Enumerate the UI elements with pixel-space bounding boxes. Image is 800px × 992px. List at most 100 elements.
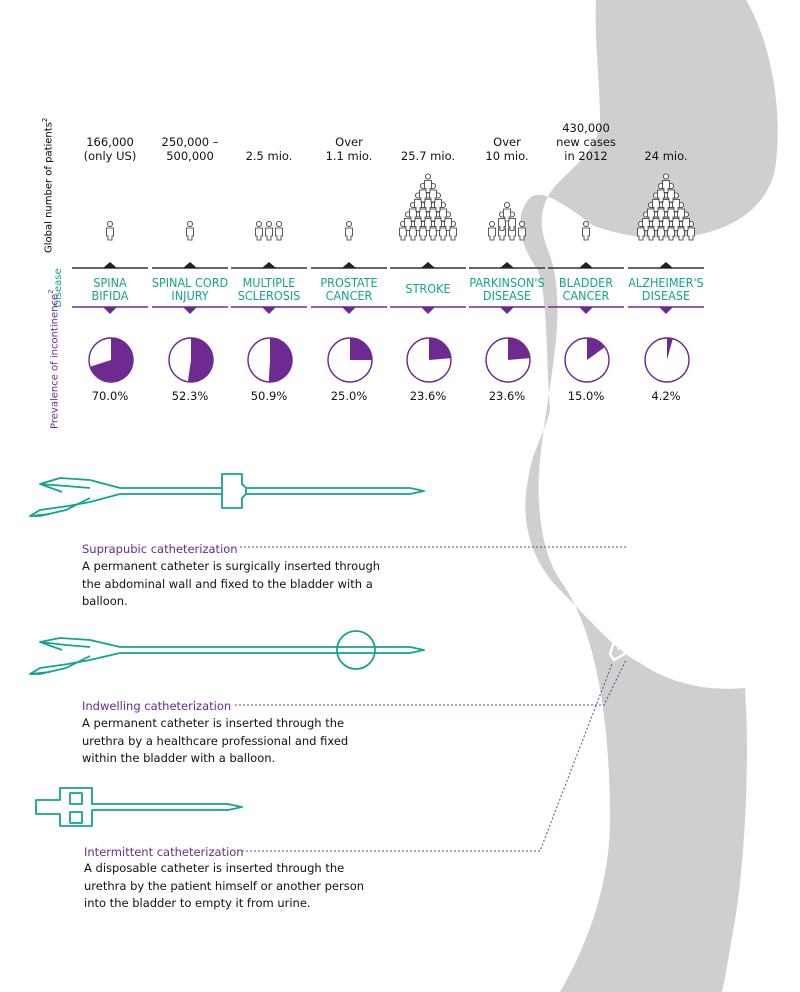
disease-bottom-marker	[500, 307, 514, 314]
patient-icons	[255, 220, 283, 241]
disease-name-line: SPINAL CORD	[151, 275, 229, 290]
silhouette-shape	[520, 0, 778, 992]
person-icon	[503, 201, 511, 222]
patient-count-line: 500,000	[166, 149, 214, 163]
disease-bottom-marker	[579, 307, 593, 314]
prevalence-pie-slice	[268, 338, 292, 382]
suprapubic-catheter-icon	[29, 473, 425, 517]
patient-count-line: Over	[335, 135, 363, 149]
patient-icons	[637, 173, 695, 241]
intermittent-catheter-icon	[35, 787, 243, 827]
patient-count-line: 2.5 mio.	[245, 149, 293, 163]
disease-bottom-marker	[342, 307, 356, 314]
prevalence-value: 23.6%	[488, 389, 526, 403]
disease-top-marker	[262, 262, 276, 268]
person-icon	[265, 220, 273, 241]
patient-count-line: 25.7 mio.	[400, 149, 456, 163]
prevalence-value: 25.0%	[330, 389, 368, 403]
prevalence-pie-slice	[350, 338, 372, 360]
patient-count-line: Over	[493, 135, 521, 149]
person-icon	[424, 173, 432, 193]
prevalence-value: 52.3%	[171, 389, 209, 403]
patient-count: 166,000(only US)	[68, 135, 152, 163]
prevalence-value: 50.9%	[250, 389, 288, 403]
disease-name-line: BIFIDA	[91, 288, 129, 303]
person-icon	[275, 220, 283, 241]
indwelling-catheter-icon	[29, 630, 425, 675]
patient-count-line: 250,000 –	[161, 135, 219, 149]
prevalence-pie-slice	[187, 337, 214, 382]
prevalence-pie-slice	[508, 338, 530, 360]
patient-count-line: 24 mio.	[644, 149, 688, 163]
prevalence-pie-slice	[90, 338, 134, 382]
patient-icons	[488, 201, 526, 241]
indwelling-description: A permanent catheter is inserted through…	[82, 716, 349, 765]
person-icon	[488, 220, 496, 241]
disease-bottom-marker	[103, 307, 117, 314]
intermittent-description: A disposable catheter is inserted throug…	[84, 861, 365, 910]
prevalence-value: 4.2%	[651, 389, 681, 403]
patient-count-line: 1.1 mio.	[325, 149, 373, 163]
person-icon	[582, 220, 590, 241]
disease-name-line: MULTIPLE	[242, 275, 296, 290]
disease-name-line: DISEASE	[641, 288, 691, 303]
disease-name-line: PARKINSON'S	[469, 275, 545, 290]
disease-top-marker	[659, 262, 673, 268]
person-icon	[518, 220, 526, 241]
disease-name-line: ALZHEIMER'S	[628, 275, 704, 290]
person-icon	[186, 220, 194, 241]
patient-count: 24 mio.	[624, 149, 708, 163]
disease-top-marker	[579, 262, 593, 268]
disease-top-marker	[421, 262, 435, 268]
patient-icons	[399, 173, 457, 241]
person-icon	[255, 220, 263, 241]
patient-count-line: (only US)	[83, 149, 137, 163]
disease-top-marker	[500, 262, 514, 268]
disease-bottom-marker	[659, 307, 673, 314]
prevalence-value: 23.6%	[409, 389, 447, 403]
disease-name-line: BLADDER	[558, 275, 614, 290]
prevalence-pie-slice	[667, 338, 673, 360]
disease-top-marker	[183, 262, 197, 268]
disease-name-line: SPINA	[93, 275, 127, 290]
patient-icons	[345, 220, 353, 241]
suprapubic-description: A permanent catheter is surgically inser…	[82, 559, 381, 608]
person-icon	[434, 192, 442, 212]
patient-count: 2.5 mio.	[227, 149, 311, 163]
patient-count-line: new cases	[556, 135, 616, 149]
suprapubic-title: Suprapubic catheterization	[82, 542, 238, 556]
disease-bottom-marker	[183, 307, 197, 314]
patient-count-line: in 2012	[564, 149, 608, 163]
patient-count-line: 10 mio.	[485, 149, 529, 163]
patient-icons	[106, 220, 114, 241]
patient-count: 25.7 mio.	[386, 149, 470, 163]
disease-name-line: DISEASE	[482, 288, 532, 303]
bladder-icon	[571, 495, 718, 662]
person-icon	[106, 220, 114, 241]
prevalence-pie-slice	[429, 338, 451, 360]
person-icon	[345, 220, 353, 241]
patient-icons	[582, 220, 590, 241]
prevalence-value: 15.0%	[567, 389, 605, 403]
patient-icons	[186, 220, 194, 241]
disease-name: STROKE	[388, 282, 468, 295]
patient-count: 250,000 –500,000	[148, 135, 232, 163]
disease-name-line: PROSTATE	[320, 275, 378, 290]
patient-count-line: 430,000	[562, 121, 610, 135]
prevalence-value: 70.0%	[91, 389, 129, 403]
disease-name-line: STROKE	[405, 281, 451, 296]
disease-name-line: SCLEROSIS	[237, 288, 301, 303]
disease-bottom-marker	[262, 307, 276, 314]
person-icon	[662, 173, 670, 193]
